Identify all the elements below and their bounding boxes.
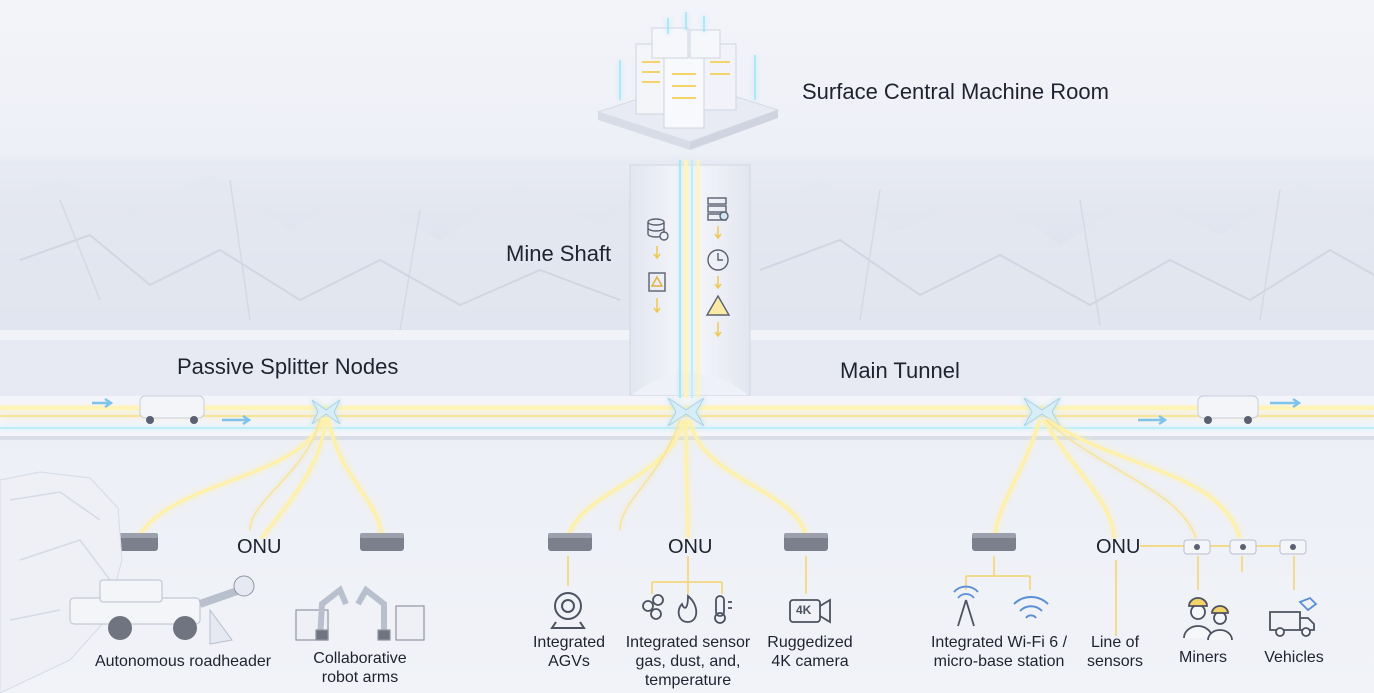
onu-device	[548, 533, 592, 551]
clock-icon	[707, 249, 729, 271]
splitter-nodes-label: Passive Splitter Nodes	[177, 354, 399, 379]
vehicles-label: Vehicles	[1264, 649, 1324, 666]
sensor-node	[1183, 539, 1211, 555]
onu-device	[972, 533, 1016, 551]
mine-shaft-label: Mine Shaft	[506, 241, 612, 266]
wifi-icon	[1013, 595, 1049, 619]
main-tunnel-label: Main Tunnel	[840, 358, 960, 383]
hazard-icon	[705, 294, 731, 316]
sensor-node	[1229, 539, 1257, 555]
robot-arms-icon	[295, 585, 425, 641]
rock-boulder	[0, 471, 123, 693]
wifi-label: Integrated Wi-Fi 6 / micro-base station	[930, 634, 1068, 670]
sensor-node	[1279, 539, 1307, 555]
camera-label: Ruggedized 4K camera	[767, 634, 853, 670]
flame-icon	[677, 594, 698, 623]
tunnel-agv-left	[139, 395, 205, 424]
thermometer-icon	[714, 595, 732, 624]
roadheader-icon	[69, 575, 255, 645]
camera-4k-icon	[789, 598, 831, 624]
agv-sensor-icon	[550, 592, 586, 629]
splitter-node-left	[311, 399, 341, 425]
camera-badge: 4K	[796, 603, 812, 617]
robot-arms-label: Collaborative robot arms	[313, 650, 407, 686]
onu-label-right: ONU	[1096, 536, 1141, 558]
gas-icon	[642, 594, 664, 620]
splitter-node-center	[667, 397, 705, 427]
onu-device	[784, 533, 828, 551]
tunnel-agv-right	[1197, 395, 1259, 424]
miners-icon	[1183, 597, 1233, 641]
roadheader-label: Autonomous roadheader	[94, 653, 272, 670]
vehicle-icon	[1269, 596, 1318, 637]
onu-device	[118, 533, 158, 551]
server-icon	[707, 197, 729, 221]
onu-label-center: ONU	[668, 536, 713, 558]
surface-room-label: Surface Central Machine Room	[802, 79, 1109, 104]
mine-shaft	[629, 160, 751, 398]
onu-label-left: ONU	[237, 536, 282, 558]
onu-connector-lines	[567, 545, 1300, 636]
database-icon	[647, 218, 669, 241]
sensor-label: Integrated sensor gas, dust, and, temper…	[625, 634, 751, 689]
sensors-line-label: Line of sensors	[1086, 634, 1144, 670]
antenna-icon	[953, 585, 979, 627]
warning-icon	[648, 272, 666, 292]
data-center-icon	[596, 12, 780, 150]
miners-label: Miners	[1178, 649, 1227, 666]
branch-fibers	[136, 417, 1242, 539]
onu-device	[360, 533, 404, 551]
agvs-label: Integrated AGVs	[532, 634, 606, 670]
